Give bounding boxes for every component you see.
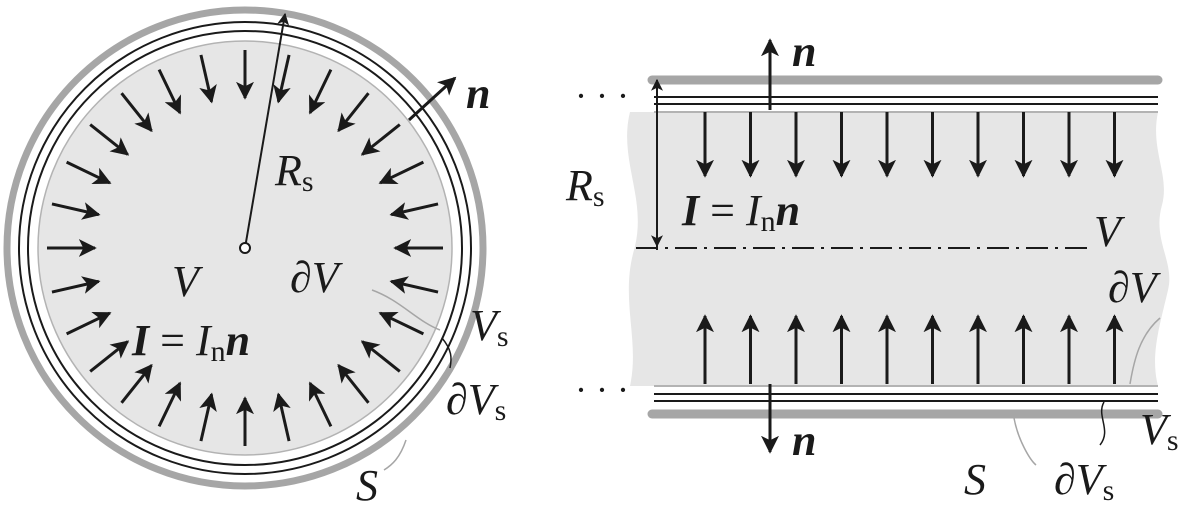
- boundary-leader-line: [1129, 317, 1161, 385]
- volume-label: V: [172, 257, 204, 306]
- shell-boundary-label: ∂Vs: [1054, 455, 1114, 507]
- normal-label-top: n: [792, 27, 816, 76]
- volume-V-region: [627, 112, 1170, 386]
- inward-arrow: [89, 123, 130, 156]
- boundary-label: ∂V: [1108, 263, 1162, 312]
- inward-arrow: [157, 381, 182, 428]
- inward-arrow: [65, 311, 112, 336]
- inward-arrow: [199, 54, 217, 104]
- inward-arrow: [378, 311, 425, 336]
- equation: I = Inn: [681, 186, 800, 238]
- dots-top: · · ·: [575, 76, 629, 116]
- shell-boundary-label: ∂Vs: [446, 375, 506, 427]
- inward-arrow: [120, 92, 153, 133]
- inward-arrow: [157, 68, 182, 115]
- inward-arrow: [389, 276, 439, 294]
- inward-arrow: [120, 363, 153, 404]
- inward-arrow: [308, 68, 333, 115]
- inward-arrow: [337, 92, 370, 133]
- inward-arrow: [51, 202, 101, 220]
- shell-label: Vs: [1140, 405, 1179, 457]
- shell-boundary-leader-line: [1099, 401, 1106, 446]
- inward-arrow: [389, 202, 439, 220]
- inward-arrow: [65, 160, 112, 185]
- inward-arrow: [378, 160, 425, 185]
- normal-arrow: [407, 76, 457, 122]
- boundary-leader-line: [371, 289, 441, 331]
- surface-label: S: [356, 461, 378, 510]
- surface-leader-line: [1013, 417, 1037, 466]
- left-panel: Rs V ∂V n I = Inn Vs ∂Vs S: [3, 6, 509, 510]
- inward-arrow: [360, 340, 401, 373]
- shell-outer-boundary: [18, 21, 472, 475]
- normal-label-bottom: n: [792, 416, 816, 465]
- inward-current-arrows: [47, 50, 443, 446]
- equation: I = Inn: [131, 316, 250, 368]
- shell-label: Vs: [470, 301, 509, 353]
- inward-arrow: [273, 54, 291, 104]
- right-panel: · · · · · · n n Rs I = Inn V ∂V Vs S ∂Vs: [565, 27, 1179, 507]
- radius-label: Rs: [274, 146, 314, 198]
- radius-line: [244, 12, 290, 249]
- volume-label: V: [1094, 207, 1126, 256]
- radius-label: Rs: [565, 161, 605, 213]
- inward-arrow: [199, 392, 217, 442]
- inward-arrow: [337, 363, 370, 404]
- surface-S-ring: [3, 6, 487, 490]
- dots-bottom: · · ·: [575, 370, 629, 410]
- inward-arrow: [51, 276, 101, 294]
- shell-inner-boundary: [27, 30, 463, 466]
- inward-arrow: [89, 340, 130, 373]
- normal-label: n: [466, 69, 490, 118]
- inward-arrow: [360, 123, 401, 156]
- surface-leader-line: [383, 439, 407, 471]
- center-point: [239, 242, 251, 254]
- boundary-label: ∂V: [290, 253, 344, 302]
- inward-arrow: [273, 392, 291, 442]
- inward-arrow: [308, 381, 333, 428]
- shell-boundary-leader-line: [441, 337, 452, 369]
- current-arrows: [696, 112, 1124, 384]
- surface-label: S: [964, 455, 986, 504]
